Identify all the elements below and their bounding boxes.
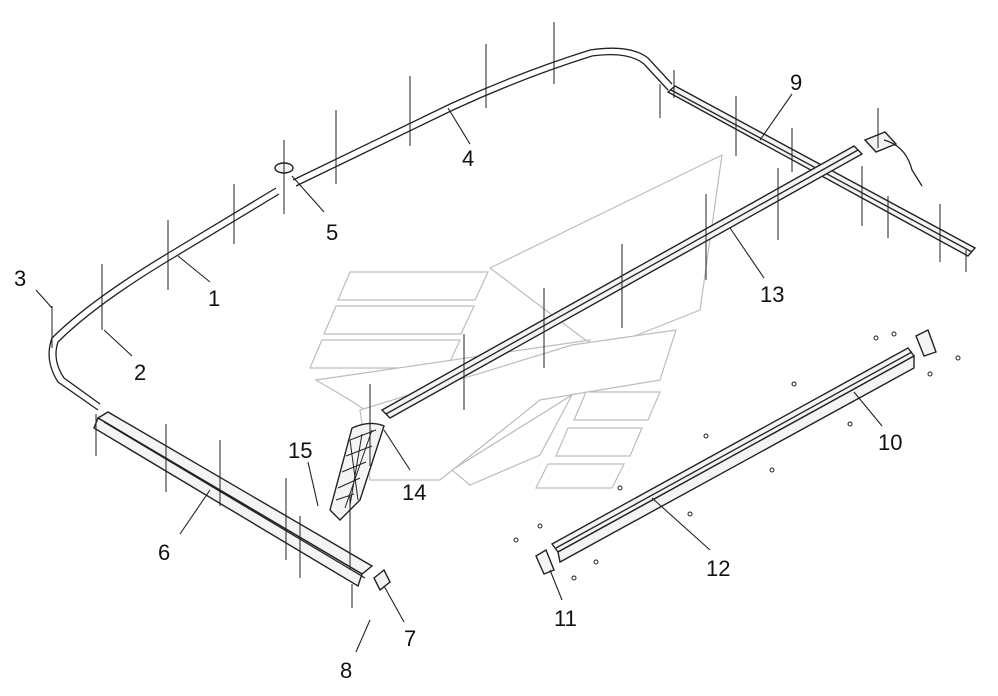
callout-11: 11 xyxy=(554,606,577,631)
part-4-curved-rail xyxy=(292,47,673,187)
part-10-channel xyxy=(550,347,916,564)
part-5-clip xyxy=(274,140,294,214)
watermark-logo xyxy=(309,153,723,489)
callout-14: 14 xyxy=(402,480,426,505)
callout-2: 2 xyxy=(134,360,146,385)
callout-12: 12 xyxy=(706,556,730,581)
callout-8: 8 xyxy=(340,658,352,683)
callout-labels: 1 2 3 4 5 6 7 8 9 10 11 12 13 14 15 xyxy=(14,70,902,683)
callout-6: 6 xyxy=(158,540,170,565)
callout-15: 15 xyxy=(288,438,312,463)
part-6-channel xyxy=(93,411,374,588)
callout-13: 13 xyxy=(760,282,784,307)
callout-10: 10 xyxy=(878,430,902,455)
callout-5: 5 xyxy=(326,220,338,245)
callout-1: 1 xyxy=(208,286,220,311)
callout-3: 3 xyxy=(14,266,26,291)
fastener-markers xyxy=(51,22,967,608)
part-1-rail xyxy=(48,187,280,411)
callout-4: 4 xyxy=(462,146,474,171)
part-7-clip xyxy=(373,568,391,592)
callout-7: 7 xyxy=(404,626,416,651)
part-11-end-caps xyxy=(535,329,937,575)
screw-markers xyxy=(513,331,961,581)
leader-lines xyxy=(35,93,883,653)
callout-9: 9 xyxy=(790,70,802,95)
